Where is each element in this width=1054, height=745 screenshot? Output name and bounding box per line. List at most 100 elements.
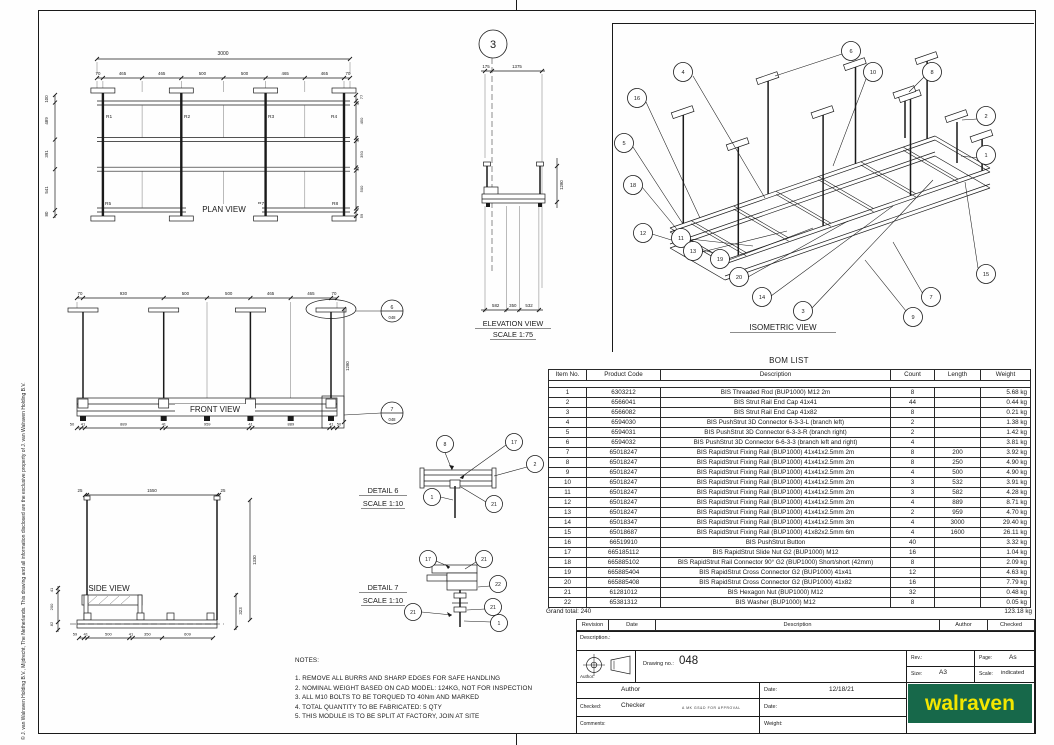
g-shape bbox=[755, 71, 780, 85]
rect-shape bbox=[670, 105, 695, 119]
bom-cell: 65018247 bbox=[586, 507, 661, 518]
walraven-logo: walraven bbox=[908, 684, 1032, 723]
bom-cell: BIS RapidStrut Fixing Rail (BUP1000) 41x… bbox=[660, 477, 891, 488]
detail-callout: 17 bbox=[419, 550, 437, 568]
circle-shape bbox=[863, 62, 883, 82]
rect-shape bbox=[175, 404, 255, 414]
revision-header: Date bbox=[609, 620, 656, 630]
bom-cell: BIS Hexagon Nut (BUP1000) M12 bbox=[660, 587, 891, 598]
path-shape bbox=[96, 62, 351, 92]
bom-cell: 250 bbox=[934, 457, 981, 468]
rect-shape bbox=[491, 467, 497, 489]
g-shape bbox=[969, 129, 994, 143]
bom-cell bbox=[934, 557, 981, 568]
author-value: Author bbox=[621, 686, 641, 693]
walraven-logo-text: walraven bbox=[925, 691, 1015, 715]
bom-cell: 9 bbox=[548, 467, 587, 478]
text-shape: 21 bbox=[490, 605, 496, 611]
circle-shape bbox=[793, 301, 813, 321]
bom-cell: 4 bbox=[890, 517, 935, 528]
circle-shape bbox=[526, 455, 544, 473]
detail-6-scale: SCALE 1:10 bbox=[363, 499, 403, 508]
dim-label: 1280 bbox=[559, 180, 564, 190]
td-shape bbox=[548, 380, 1031, 388]
bom-cell: 4.28 kg bbox=[980, 487, 1031, 498]
circle-shape bbox=[710, 249, 730, 269]
rect-shape bbox=[80, 416, 86, 421]
text-shape: 3 bbox=[801, 309, 804, 315]
bom-cell: 65381312 bbox=[586, 597, 661, 608]
circle-shape bbox=[505, 433, 523, 451]
rect-shape bbox=[81, 594, 143, 606]
iso-callout: 4 bbox=[673, 62, 693, 82]
bom-cell: 6566041 bbox=[586, 397, 661, 408]
title-block: Description.: Author: Drawing no.: 048 R… bbox=[576, 631, 1035, 734]
rect-shape bbox=[315, 307, 347, 313]
author-label: Author: bbox=[580, 674, 595, 679]
bom-cell: BIS RapidStrut Fixing Rail (BUP1000) 41x… bbox=[660, 457, 891, 468]
div-shape bbox=[577, 682, 1034, 683]
dim-label: 582 bbox=[492, 303, 500, 308]
text-shape: 1 bbox=[431, 495, 434, 501]
front-view-drawing: 70 930 500 500 465 465 70 1280 6 048 bbox=[67, 291, 404, 431]
bom-cell: 2 bbox=[890, 417, 935, 428]
bom-cell: 16 bbox=[890, 547, 935, 558]
dim-label: 500 bbox=[199, 71, 207, 76]
text-shape: 16 bbox=[634, 96, 640, 102]
date2-label: Date: bbox=[764, 704, 778, 710]
rect-shape bbox=[325, 398, 337, 409]
bom-cell bbox=[934, 577, 981, 588]
date-value: 12/18/21 bbox=[829, 686, 855, 693]
date-label: Date: bbox=[764, 687, 778, 693]
rect-shape bbox=[160, 416, 167, 421]
rect-shape bbox=[481, 193, 546, 204]
detail-7-scale: SCALE 1:10 bbox=[363, 596, 403, 605]
path-shape bbox=[440, 444, 528, 503]
rect-shape bbox=[253, 87, 278, 94]
dim-label: 500 bbox=[241, 71, 249, 76]
bom-cell: 65018347 bbox=[586, 517, 661, 528]
description-label: Description.: bbox=[580, 635, 611, 641]
note-line: 4. TOTAL QUANTITY TO BE FABRICATED: 5 QT… bbox=[295, 703, 442, 711]
bom-header: Product Code bbox=[586, 369, 661, 381]
iso-callout: 15 bbox=[976, 264, 996, 284]
bom-cell: 3 bbox=[890, 477, 935, 488]
div-shape bbox=[635, 651, 636, 682]
bom-header: Item No. bbox=[548, 369, 587, 381]
rect-shape bbox=[755, 71, 780, 85]
side-view-drawing: 25 1550 25 SIDE VIEW 41 200 82 1330 323 … bbox=[49, 488, 257, 641]
iso-callout: 19 bbox=[710, 249, 730, 269]
bom-cell: 66519910 bbox=[586, 537, 661, 548]
elevation-view-title: ELEVATION VIEW bbox=[483, 319, 544, 328]
notes-title: NOTES: bbox=[295, 657, 320, 664]
div-shape: © J. van Walraven Holding B.V., Mijdrech… bbox=[21, 382, 379, 745]
bom-cell: BIS RapidStrut Fixing Rail (BUP1000) 41x… bbox=[660, 507, 891, 518]
bom-cell: 1 bbox=[548, 387, 587, 398]
plan-view-drawing: 3000 70 465 465 500 500 465 465 70 100 4… bbox=[44, 51, 364, 222]
bom-cell: 18 bbox=[548, 557, 587, 568]
dim-label: 465 bbox=[119, 71, 127, 76]
bom-cell bbox=[934, 537, 981, 548]
bom-cell: 6566082 bbox=[586, 407, 661, 418]
rect-shape bbox=[328, 416, 334, 421]
g-shape bbox=[944, 109, 969, 123]
dim-label: 50 bbox=[70, 422, 75, 427]
dim-label: 889 bbox=[120, 422, 127, 427]
text-shape: 6 bbox=[849, 49, 852, 55]
circle-shape bbox=[484, 598, 502, 616]
bom-cell: 2 bbox=[548, 397, 587, 408]
dim-label: 959 bbox=[204, 422, 211, 427]
g-shape bbox=[725, 137, 750, 151]
checked-label: Checked: bbox=[580, 704, 602, 710]
iso-callout: 2 bbox=[976, 106, 996, 126]
bom-cell: 1.42 kg bbox=[980, 427, 1031, 438]
path-shape bbox=[52, 92, 58, 219]
note-line: 1. REMOVE ALL BURRS AND SHARP EDGES FOR … bbox=[295, 675, 501, 683]
circle-shape bbox=[623, 175, 643, 195]
bom-cell: 6594031 bbox=[586, 427, 661, 438]
dim-label: 450 bbox=[359, 117, 364, 124]
rect-shape bbox=[206, 612, 215, 621]
note-line: 5. THIS MODULE IS TO BE SPLIT AT FACTORY… bbox=[295, 713, 480, 721]
